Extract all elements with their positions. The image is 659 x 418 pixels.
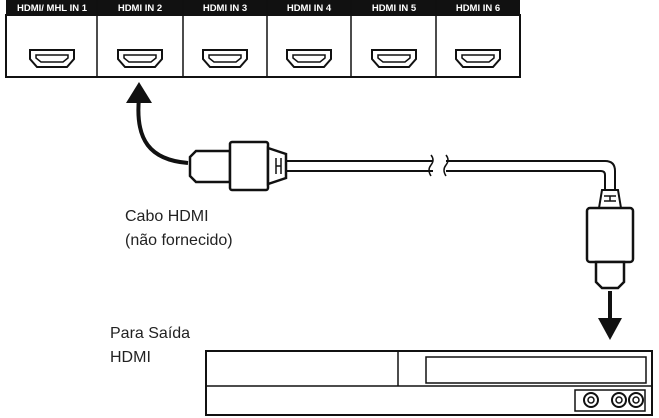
port-label-6: HDMI IN 6 bbox=[456, 3, 500, 14]
panel-body bbox=[5, 14, 521, 78]
down-arrow-icon bbox=[598, 291, 622, 340]
device-caption-line2: HDMI bbox=[110, 349, 151, 366]
device-jacks bbox=[583, 392, 644, 408]
cable-plug-right bbox=[585, 189, 635, 290]
hdmi-port-1[interactable] bbox=[29, 49, 75, 68]
curved-arrow-icon bbox=[126, 82, 189, 165]
port-label-3: HDMI IN 3 bbox=[203, 3, 247, 14]
hdmi-input-panel: HDMI/ MHL IN 1 HDMI IN 2 HDMI IN 3 HDMI … bbox=[5, 0, 521, 78]
cable-caption-line1: Cabo HDMI bbox=[125, 208, 209, 225]
cable-plug-left bbox=[188, 140, 288, 192]
device-disc-tray bbox=[425, 356, 647, 384]
port-label-5: HDMI IN 5 bbox=[372, 3, 417, 14]
source-device bbox=[205, 350, 653, 416]
port-dividers bbox=[96, 0, 437, 77]
panel-label-strip bbox=[6, 0, 520, 15]
hdmi-port-4[interactable] bbox=[286, 49, 332, 68]
hdmi-port-3[interactable] bbox=[202, 49, 248, 68]
hdmi-port-2[interactable] bbox=[117, 49, 163, 68]
device-caption-line1: Para Saída bbox=[110, 325, 190, 342]
port-label-2: HDMI IN 2 bbox=[118, 3, 162, 14]
hdmi-port-6[interactable] bbox=[455, 49, 501, 68]
hdmi-cable bbox=[188, 140, 635, 290]
hdmi-port-5[interactable] bbox=[371, 49, 417, 68]
cable-caption-line2: (não fornecido) bbox=[125, 232, 233, 249]
cable-wire bbox=[286, 160, 616, 190]
cable-break-marks bbox=[428, 154, 449, 177]
port-label-1: HDMI/ MHL IN 1 bbox=[17, 3, 88, 14]
port-label-4: HDMI IN 4 bbox=[287, 3, 332, 14]
